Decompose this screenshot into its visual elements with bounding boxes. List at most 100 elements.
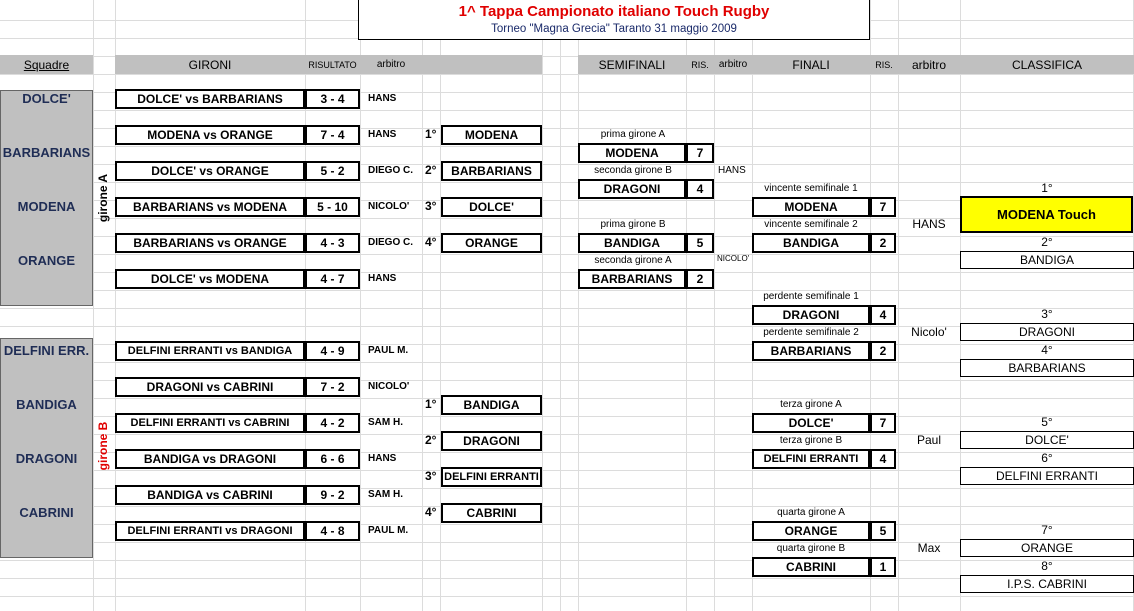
final-score: 5 [870, 521, 896, 541]
final-caption: vincente semifinale 2 [764, 219, 858, 230]
standing-team: BANDIGA [441, 395, 542, 415]
match-cell: MODENA vs ORANGE [115, 125, 305, 145]
final-team: BANDIGA [752, 233, 870, 253]
referee-cell: NICOLO' [368, 201, 410, 212]
standing-pos: 1° [425, 127, 437, 141]
team-label: DELFINI ERR. [3, 343, 90, 358]
referee-cell: DIEGO C. [368, 237, 414, 248]
semi-team: MODENA [578, 143, 686, 163]
rank-team: BANDIGA [960, 251, 1134, 269]
rank-pos: 4° [1041, 343, 1053, 357]
team-label: MODENA [17, 199, 76, 214]
standing-pos: 1° [425, 397, 437, 411]
header-blank [422, 55, 542, 74]
header-semifinali: SEMIFINALI [578, 55, 686, 74]
standing-team: CABRINI [441, 503, 542, 523]
score-cell: 9 - 2 [305, 485, 360, 505]
final-referee: Nicolo' [911, 325, 947, 339]
match-cell: BANDIGA vs CABRINI [115, 485, 305, 505]
header-ris: RIS. [686, 55, 714, 74]
final-score: 1 [870, 557, 896, 577]
team-label: BARBARIANS [2, 145, 91, 160]
standing-team: DOLCE' [441, 197, 542, 217]
final-score: 2 [870, 233, 896, 253]
referee-cell: SAM H. [368, 489, 403, 500]
rank-team: DOLCE' [960, 431, 1134, 449]
standing-pos: 2° [425, 163, 437, 177]
rank-pos: 5° [1041, 415, 1053, 429]
team-label: DOLCE' [22, 91, 71, 106]
referee-cell: HANS [368, 273, 397, 284]
rank-pos: 6° [1041, 451, 1053, 465]
match-cell: BARBARIANS vs MODENA [115, 197, 305, 217]
rank-pos: 8° [1041, 559, 1053, 573]
rank-pos: 1° [1041, 181, 1053, 195]
rank-team: BARBARIANS [960, 359, 1134, 377]
score-cell: 4 - 8 [305, 521, 360, 541]
final-team: DRAGONI [752, 305, 870, 325]
rank-pos: 2° [1041, 235, 1053, 249]
header-risultato: RISULTATO [305, 55, 360, 74]
group-b-teams [0, 338, 93, 558]
header-ris-finali: RIS. [870, 55, 898, 74]
match-cell: DOLCE' vs ORANGE [115, 161, 305, 181]
final-score: 7 [870, 197, 896, 217]
match-cell: DELFINI ERRANTI vs CABRINI [115, 413, 305, 433]
match-cell: BARBARIANS vs ORANGE [115, 233, 305, 253]
semi-score: 5 [686, 233, 714, 253]
header-arbitro-semi: arbitro [714, 55, 752, 74]
referee-cell: PAUL M. [368, 525, 409, 536]
semi-team: DRAGONI [578, 179, 686, 199]
final-caption: quarta girone A [777, 507, 845, 518]
header-finali: FINALI [752, 55, 870, 74]
match-cell: DOLCE' vs MODENA [115, 269, 305, 289]
score-cell: 3 - 4 [305, 89, 360, 109]
semi-team: BANDIGA [578, 233, 686, 253]
standing-team: BARBARIANS [441, 161, 542, 181]
final-team: ORANGE [752, 521, 870, 541]
score-cell: 7 - 2 [305, 377, 360, 397]
standing-pos: 2° [425, 433, 437, 447]
final-caption: perdente semifinale 2 [763, 327, 859, 338]
standing-pos: 4° [425, 505, 437, 519]
team-label: BANDIGA [16, 397, 77, 412]
standing-team: DRAGONI [441, 431, 542, 451]
header-gironi: GIRONI [115, 55, 305, 74]
match-cell: DELFINI ERRANTI vs BANDIGA [115, 341, 305, 361]
match-cell: DOLCE' vs BARBARIANS [115, 89, 305, 109]
final-referee: Paul [916, 433, 942, 447]
standing-pos: 3° [425, 469, 437, 483]
standing-team: ORANGE [441, 233, 542, 253]
referee-cell: PAUL M. [368, 345, 409, 356]
rank-team: DRAGONI [960, 323, 1134, 341]
referee-cell: HANS [368, 93, 397, 104]
referee-cell: NICOLO' [368, 381, 410, 392]
final-caption: terza girone B [779, 435, 843, 446]
final-caption: terza girone A [780, 399, 842, 410]
rank-pos: 7° [1041, 523, 1053, 537]
final-score: 7 [870, 413, 896, 433]
score-cell: 4 - 3 [305, 233, 360, 253]
referee-cell: HANS [368, 453, 397, 464]
final-score: 2 [870, 341, 896, 361]
semi-score: 4 [686, 179, 714, 199]
standing-pos: 4° [425, 235, 437, 249]
team-label: CABRINI [19, 505, 74, 520]
final-score: 4 [870, 449, 896, 469]
rank-team: I.P.S. CABRINI [960, 575, 1134, 593]
page-title: 1^ Tappa Campionato italiano Touch Rugby [458, 3, 770, 20]
referee-cell: HANS [368, 129, 397, 140]
match-cell: DELFINI ERRANTI vs DRAGONI [115, 521, 305, 541]
team-label: ORANGE [17, 253, 76, 268]
match-cell: DRAGONI vs CABRINI [115, 377, 305, 397]
score-cell: 4 - 7 [305, 269, 360, 289]
rank-team: ORANGE [960, 539, 1134, 557]
final-team: DELFINI ERRANTI [752, 449, 870, 469]
title-box: 1^ Tappa Campionato italiano Touch Rugby… [358, 0, 870, 40]
final-referee: HANS [912, 217, 946, 231]
final-caption: vincente semifinale 1 [764, 183, 858, 194]
team-label: DRAGONI [15, 451, 78, 466]
semi-caption: prima girone B [600, 219, 666, 230]
referee-cell: DIEGO C. [368, 165, 414, 176]
semi-referee: HANS [718, 165, 746, 176]
